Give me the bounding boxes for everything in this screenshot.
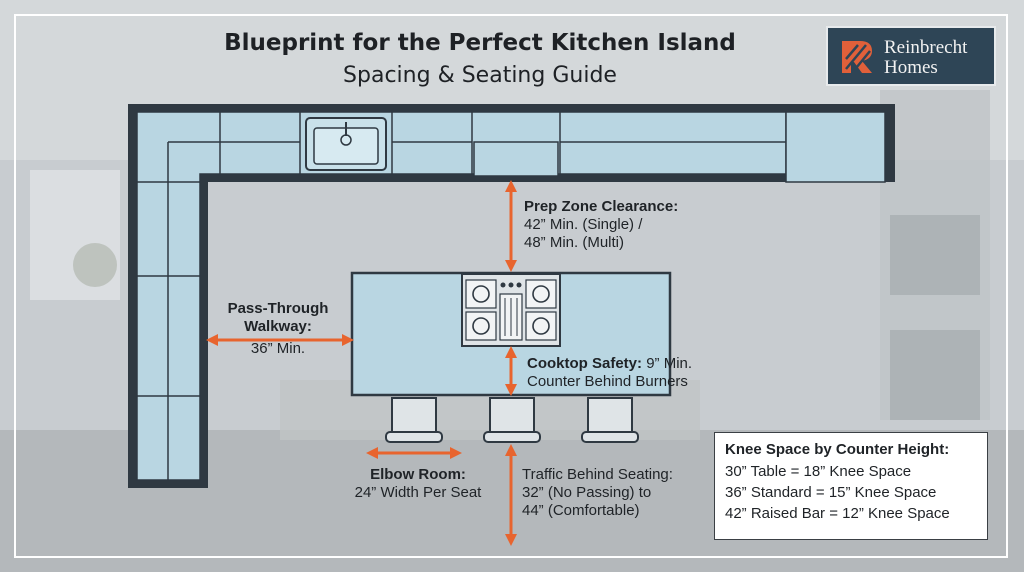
fridge-panel	[785, 111, 886, 183]
pass-through-value: 36” Min.	[250, 340, 306, 357]
bar-stool-2	[483, 397, 541, 443]
dishwasher-panel	[473, 141, 559, 177]
knee-space-title: Knee Space by Counter Height:	[725, 441, 950, 458]
brand-name-line2: Homes	[884, 57, 938, 78]
knee-space-box: Knee Space by Counter Height: 30” Table …	[714, 432, 988, 540]
cooktop-icon	[461, 273, 561, 347]
cooktop-safety-value: 9” Min.	[646, 355, 693, 372]
traffic-line3: 44” (Comfortable)	[522, 502, 640, 519]
elbow-room-label: Elbow Room: 24” Width Per Seat	[338, 466, 498, 502]
pass-through-title1: Pass-Through	[227, 300, 329, 317]
prep-zone-title: Prep Zone Clearance:	[524, 198, 679, 215]
cooktop-safety-title: Cooktop Safety:	[527, 355, 643, 372]
pass-through-title2: Walkway:	[244, 318, 312, 335]
knee-space-row: 42” Raised Bar = 12” Knee Space	[725, 505, 950, 522]
brand-name-line1: Reinbrecht	[884, 37, 968, 58]
traffic-line1: Traffic Behind Seating:	[522, 466, 673, 483]
cooktop-safety-label: Cooktop Safety: 9” Min. Counter Behind B…	[527, 355, 692, 391]
stylized-r-logo-icon	[842, 41, 872, 74]
elbow-room-value: 24” Width Per Seat	[354, 484, 482, 501]
knee-space-row: 36” Standard = 15” Knee Space	[725, 484, 937, 501]
page-title: Blueprint for the Perfect Kitchen Island	[224, 30, 736, 56]
prep-zone-line2: 48” Min. (Multi)	[524, 234, 625, 251]
prep-zone-line1: 42” Min. (Single) /	[524, 216, 643, 233]
cooktop-safety-line2: Counter Behind Burners	[527, 373, 688, 390]
page-subtitle: Spacing & Seating Guide	[343, 63, 617, 88]
bar-stool-1	[385, 397, 443, 443]
traffic-line2: 32” (No Passing) to	[522, 484, 652, 501]
elbow-room-title: Elbow Room:	[370, 466, 466, 483]
traffic-label: Traffic Behind Seating: 32” (No Passing)…	[522, 466, 673, 520]
bar-stool-3	[581, 397, 639, 443]
knee-space-row: 30” Table = 18” Knee Space	[725, 463, 912, 480]
brand-name: Reinbrecht Homes	[884, 38, 967, 78]
prep-zone-label: Prep Zone Clearance: 42” Min. (Single) /…	[524, 198, 678, 252]
brand-logo: Reinbrecht Homes	[826, 26, 996, 86]
sink-icon	[305, 117, 387, 171]
pass-through-label: Pass-Through Walkway: 36” Min.	[218, 300, 338, 358]
